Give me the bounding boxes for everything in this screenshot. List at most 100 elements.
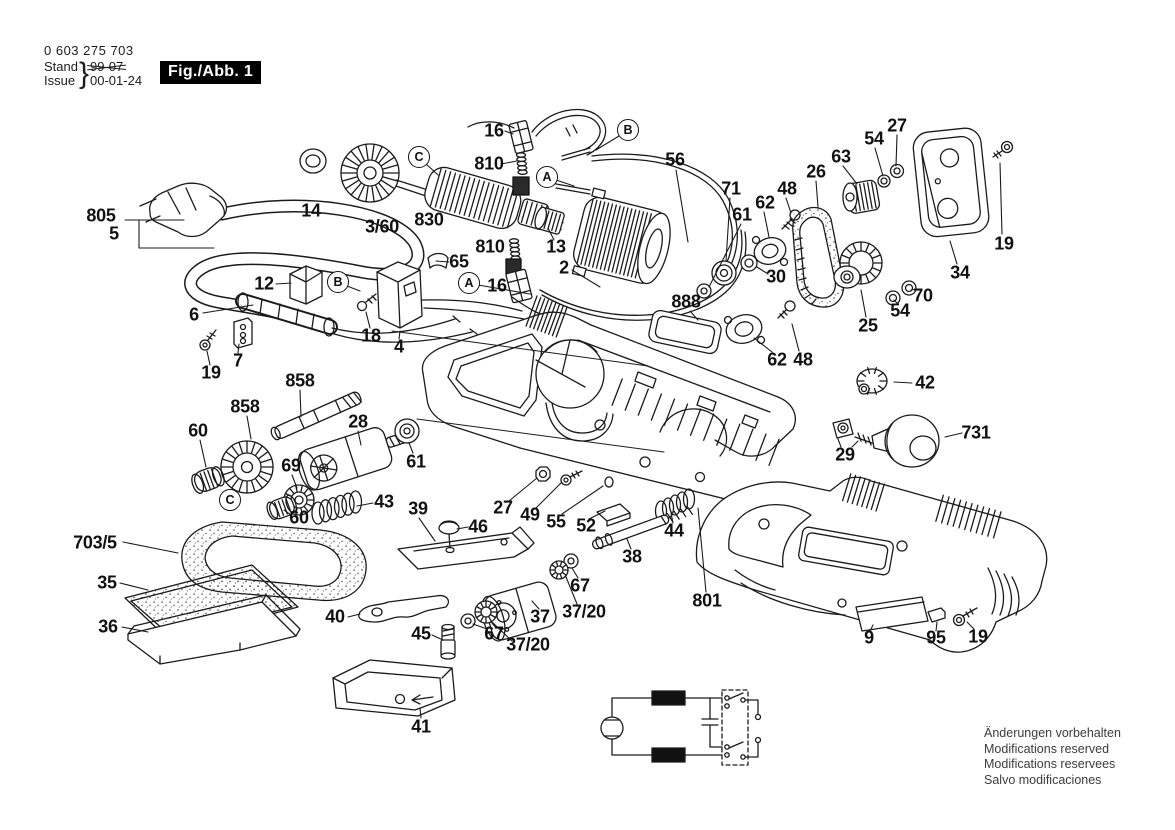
main-housing-art [391,295,807,520]
callout-49: 49 [520,504,540,525]
notice-line: Modifications reservees [984,757,1116,771]
stator-art [571,187,671,285]
callout-40: 40 [325,606,345,627]
belt-drive-art [696,127,1014,345]
notice-line: Änderungen vorbehalten [984,726,1121,740]
callout-27: 27 [887,115,907,136]
callout-52: 52 [576,515,596,536]
callout-9: 9 [864,627,874,648]
callout-28: 28 [348,411,368,432]
callout-65: 65 [449,251,469,272]
callout-55: 55 [546,511,566,532]
front-roller-art [332,466,696,717]
rear-housing-art [695,473,1048,653]
issue-label: Issue [44,73,76,88]
callout-43: 43 [374,491,394,512]
callout-71: 71 [721,178,741,199]
callout-26: 26 [806,161,826,182]
callout-801: 801 [692,590,722,611]
ref-letter-C: C [219,489,241,511]
callout-13: 13 [546,236,566,257]
callout-805: 805 [86,205,116,226]
callout-30: 30 [766,266,786,287]
power-cord-art [139,182,525,343]
callout-37-20: 37/20 [562,601,606,622]
callout-18: 18 [361,325,381,346]
callout-36: 36 [98,616,118,637]
callout-19: 19 [968,626,988,647]
callout-16: 16 [484,120,504,141]
callout-810: 810 [475,236,505,257]
callout-38: 38 [622,546,642,567]
brush-parts-art [505,120,534,304]
callout-858: 858 [285,370,315,391]
callout-731: 731 [961,422,991,443]
callout-95: 95 [926,627,946,648]
callout-16: 16 [487,275,507,296]
callout-69: 69 [281,455,301,476]
stand-value: 99-07 [90,59,124,74]
callout-5: 5 [109,223,119,244]
leader-lines [119,130,1003,719]
ref-letter-A: A [458,272,480,294]
abrasive-parts-art [124,521,367,665]
callout-7: 7 [233,350,243,371]
callout-27: 27 [493,497,513,518]
callout-888: 888 [671,291,701,312]
issue-value: 00-01-24 [90,73,143,88]
notice-line: Salvo modificaciones [984,772,1102,787]
callout-54: 54 [890,300,910,321]
callout-70: 70 [913,285,933,306]
callout-39: 39 [408,498,428,519]
title-block: 0 603 275 703 Stand Issue } 99-07 00-01-… [44,43,143,90]
callout-44: 44 [664,520,684,541]
callout-34: 34 [950,262,970,283]
callout-56: 56 [665,149,685,170]
callout-4: 4 [394,336,404,357]
callout-62: 62 [755,192,775,213]
figure-badge: Fig./Abb. 1 [160,61,262,84]
stand-label: Stand [44,59,78,74]
callout-37: 37 [530,606,550,627]
circuit-schematic-art [600,689,762,766]
callout-48: 48 [793,349,813,370]
notice-line: Modifications reserved [984,741,1110,756]
callout-29: 29 [835,444,855,465]
callout-46: 46 [468,516,488,537]
callout-12: 12 [254,273,274,294]
callout-60: 60 [188,420,208,441]
callout-25: 25 [858,315,878,336]
callout-810: 810 [474,153,504,174]
document-number: 0 603 275 703 [44,43,134,58]
ref-letter-A: A [536,166,558,188]
callout-19: 19 [994,233,1014,254]
callout-60: 60 [289,507,309,528]
callout-6: 6 [189,304,199,325]
callout-830: 830 [414,209,444,230]
callout-45: 45 [411,623,431,644]
left-drive-art [191,391,420,525]
callout-48: 48 [777,178,797,199]
field-wires-art [467,108,747,321]
callout-63: 63 [831,146,851,167]
callout-62: 62 [767,349,787,370]
switch-parts-art [199,252,449,351]
callout-67: 67 [570,575,590,596]
knob-art [832,367,940,468]
callout-3-60: 3/60 [365,216,399,237]
callout-61: 61 [406,451,426,472]
callout-2: 2 [559,257,569,278]
callout-35: 35 [97,572,117,593]
callout-37-20: 37/20 [506,634,550,655]
callout-41: 41 [411,716,431,737]
callout-67: 67 [484,623,504,644]
callout-14: 14 [301,200,321,221]
callout-61: 61 [732,204,752,225]
brace-glyph: } [78,57,90,90]
callout-54: 54 [864,128,884,149]
callout-703-5: 703/5 [73,532,117,553]
callout-42: 42 [915,372,935,393]
ref-letter-B: B [327,271,349,293]
